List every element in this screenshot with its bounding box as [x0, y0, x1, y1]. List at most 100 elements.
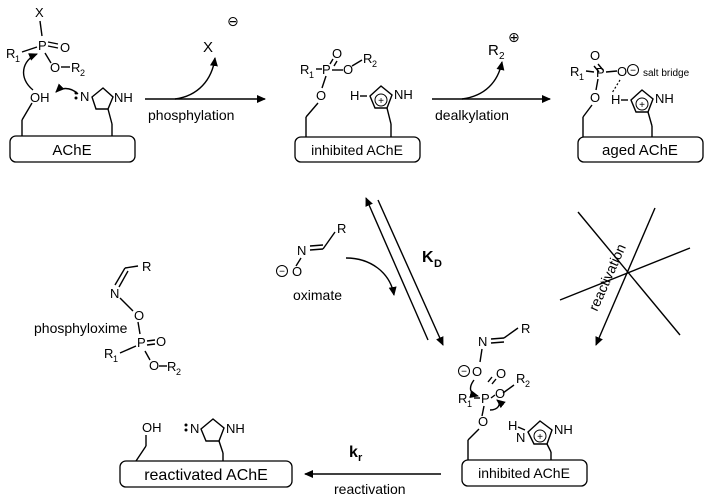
svg-text:+: + — [378, 96, 384, 107]
svg-text:NH: NH — [394, 87, 413, 102]
organophosphate-molecule: X P O R 1 O R 2 — [6, 5, 85, 78]
label-blocked-reactivation: reactivation — [585, 241, 629, 313]
svg-text:R: R — [300, 62, 309, 77]
svg-text:O: O — [292, 264, 302, 279]
svg-text:R: R — [71, 60, 80, 75]
svg-text:O: O — [617, 64, 627, 79]
svg-text:R: R — [516, 371, 525, 386]
svg-text:+: + — [537, 432, 543, 443]
svg-text:N: N — [110, 286, 119, 301]
svg-text:P: P — [481, 391, 490, 406]
svg-text:N: N — [80, 89, 89, 104]
svg-text:H: H — [350, 88, 359, 103]
enzyme-label-ache: AChE — [52, 142, 91, 159]
cation-charge: ⊕ — [508, 29, 520, 45]
svg-text:NH: NH — [226, 421, 245, 436]
svg-text:2: 2 — [176, 367, 181, 377]
enzyme-box-ache — [9, 135, 136, 163]
label-phosphylation: phosphylation — [148, 107, 234, 123]
svg-text:H: H — [508, 418, 517, 433]
inhibited-ache-top-structure: R 1 P O O R 2 O H + NH — [300, 46, 413, 137]
label-kr: k — [349, 444, 358, 461]
svg-text:O: O — [590, 90, 600, 105]
svg-text:2: 2 — [372, 59, 377, 69]
svg-text:P: P — [596, 65, 605, 80]
svg-text:R: R — [6, 46, 15, 61]
svg-text:R: R — [167, 359, 176, 374]
enzyme-box-reactivated — [119, 460, 293, 488]
svg-text:2: 2 — [525, 379, 530, 389]
enzyme-box-inhibited-bottom — [461, 459, 588, 487]
atom-p: P — [38, 38, 47, 53]
label-dealkylation: dealkylation — [435, 107, 509, 123]
svg-text:O: O — [156, 334, 166, 349]
oximate-label: oximate — [293, 287, 342, 303]
svg-text:O: O — [478, 414, 488, 429]
aged-ache-structure: O R 1 P O − salt bridge O H + NH — [570, 48, 690, 137]
svg-text:R: R — [142, 259, 151, 274]
svg-text:O: O — [60, 40, 70, 55]
svg-text:OH: OH — [30, 90, 50, 105]
svg-text:O: O — [496, 366, 506, 381]
svg-text:R: R — [363, 51, 372, 66]
reactivation-step: k r reactivation — [304, 444, 441, 497]
svg-text:−: − — [461, 367, 467, 378]
svg-text:O: O — [343, 62, 353, 77]
svg-text:−: − — [279, 267, 285, 278]
svg-text:R: R — [570, 64, 579, 79]
svg-text:O: O — [149, 358, 159, 373]
enzyme-label-inhibited-bottom: inhibited AChE — [478, 465, 570, 481]
svg-text:O: O — [50, 60, 60, 75]
inhibited-ache-bottom-structure: R N − O O R 2 O R 1 P O H + NH N — [458, 321, 573, 460]
svg-text:r: r — [358, 452, 363, 464]
svg-text:1: 1 — [309, 70, 314, 80]
svg-text:OH: OH — [142, 420, 162, 435]
svg-text:O: O — [134, 308, 144, 323]
svg-text:O: O — [472, 364, 482, 379]
enzyme-box-inhibited-top — [294, 136, 421, 163]
svg-text:O: O — [316, 88, 326, 103]
svg-text:O: O — [495, 386, 505, 401]
leaving-group-x: X — [203, 39, 213, 56]
leaving-charge: ⊖ — [227, 13, 239, 29]
label-kd: K — [422, 249, 434, 266]
serine-residue-1: OH — [21, 53, 50, 136]
svg-text:O: O — [590, 48, 600, 63]
svg-text:P: P — [322, 62, 331, 77]
svg-text:O: O — [332, 46, 342, 61]
svg-text:2: 2 — [80, 68, 85, 78]
svg-text:+: + — [639, 100, 645, 111]
reactivated-ache-structure: OH N NH — [135, 418, 245, 462]
svg-text:1: 1 — [113, 354, 118, 364]
enzyme-label-inhibited-top: inhibited AChE — [311, 142, 403, 158]
svg-text:N: N — [190, 421, 199, 436]
phosphyloxime-molecule: R N O phosphyloxime P O R 1 O R 2 — [34, 259, 181, 377]
svg-text:N: N — [516, 430, 525, 445]
dealkylation-step: R 2 ⊕ dealkylation — [432, 29, 551, 123]
svg-text:1: 1 — [579, 72, 584, 82]
enzyme-box-aged — [577, 136, 704, 163]
label-reactivation: reactivation — [334, 481, 406, 497]
svg-text:N: N — [478, 334, 487, 349]
atom-x: X — [35, 5, 44, 20]
phosphylation-step: X ⊖ phosphylation — [145, 13, 266, 123]
svg-text:2: 2 — [499, 51, 505, 62]
svg-text:H: H — [611, 92, 620, 107]
svg-text:1: 1 — [467, 399, 472, 409]
enzyme-label-reactivated: reactivated AChE — [144, 467, 268, 484]
salt-bridge-label: salt bridge — [643, 68, 690, 79]
svg-text:NH: NH — [655, 91, 674, 106]
svg-text:D: D — [434, 258, 442, 270]
svg-text:R: R — [104, 346, 113, 361]
histidine-residue-1: N NH — [55, 83, 133, 136]
svg-text:−: − — [630, 66, 636, 77]
svg-text:N: N — [297, 243, 306, 258]
enzyme-label-aged: aged AChE — [602, 142, 678, 159]
svg-text:R: R — [521, 321, 530, 336]
svg-text:NH: NH — [114, 90, 133, 105]
oximate-molecule: R N O − oximate — [276, 221, 397, 303]
cation-r2: R — [488, 42, 499, 59]
svg-text:R: R — [337, 221, 346, 236]
phosphyloxime-label: phosphyloxime — [34, 320, 128, 336]
